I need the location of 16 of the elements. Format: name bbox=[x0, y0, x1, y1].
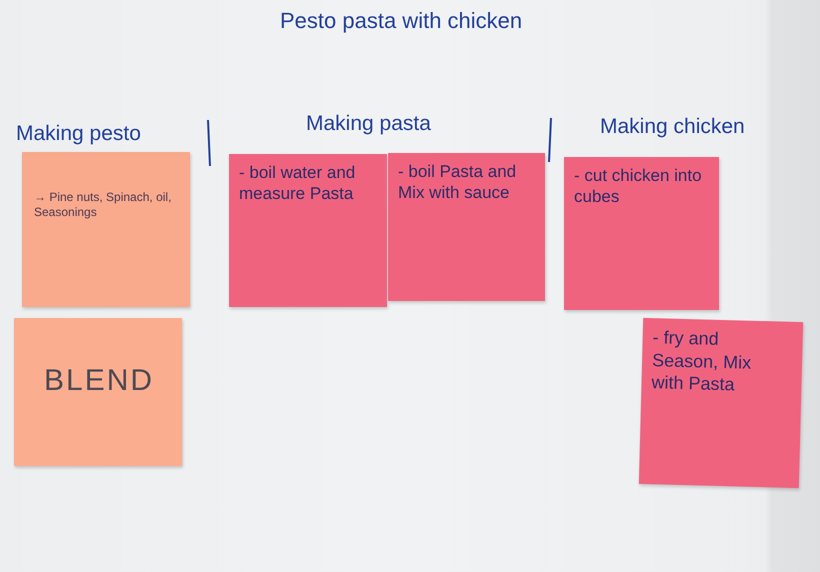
sticky-note bbox=[388, 153, 545, 301]
sticky-note bbox=[229, 154, 387, 307]
note-text: - fry and Season, Mix with Pasta bbox=[651, 326, 752, 396]
note-text: - boil water and measure Pasta bbox=[239, 162, 356, 204]
title-heading: Pesto pasta with chicken bbox=[280, 8, 522, 34]
column-heading: Making chicken bbox=[600, 115, 745, 139]
sticky-note bbox=[638, 318, 804, 488]
note-text: BLEND bbox=[44, 363, 152, 399]
sticky-note bbox=[564, 157, 719, 310]
note-text: → Pine nuts, Spinach, oil, Seasonings bbox=[34, 190, 172, 220]
column-heading: Making pesto bbox=[16, 122, 141, 146]
column-heading: Making pasta bbox=[306, 112, 431, 136]
note-text: - boil Pasta and Mix with sauce bbox=[398, 161, 518, 204]
sticky-note bbox=[14, 318, 182, 466]
note-text: - cut chicken into cubes bbox=[574, 165, 703, 208]
sticky-note bbox=[22, 152, 190, 307]
